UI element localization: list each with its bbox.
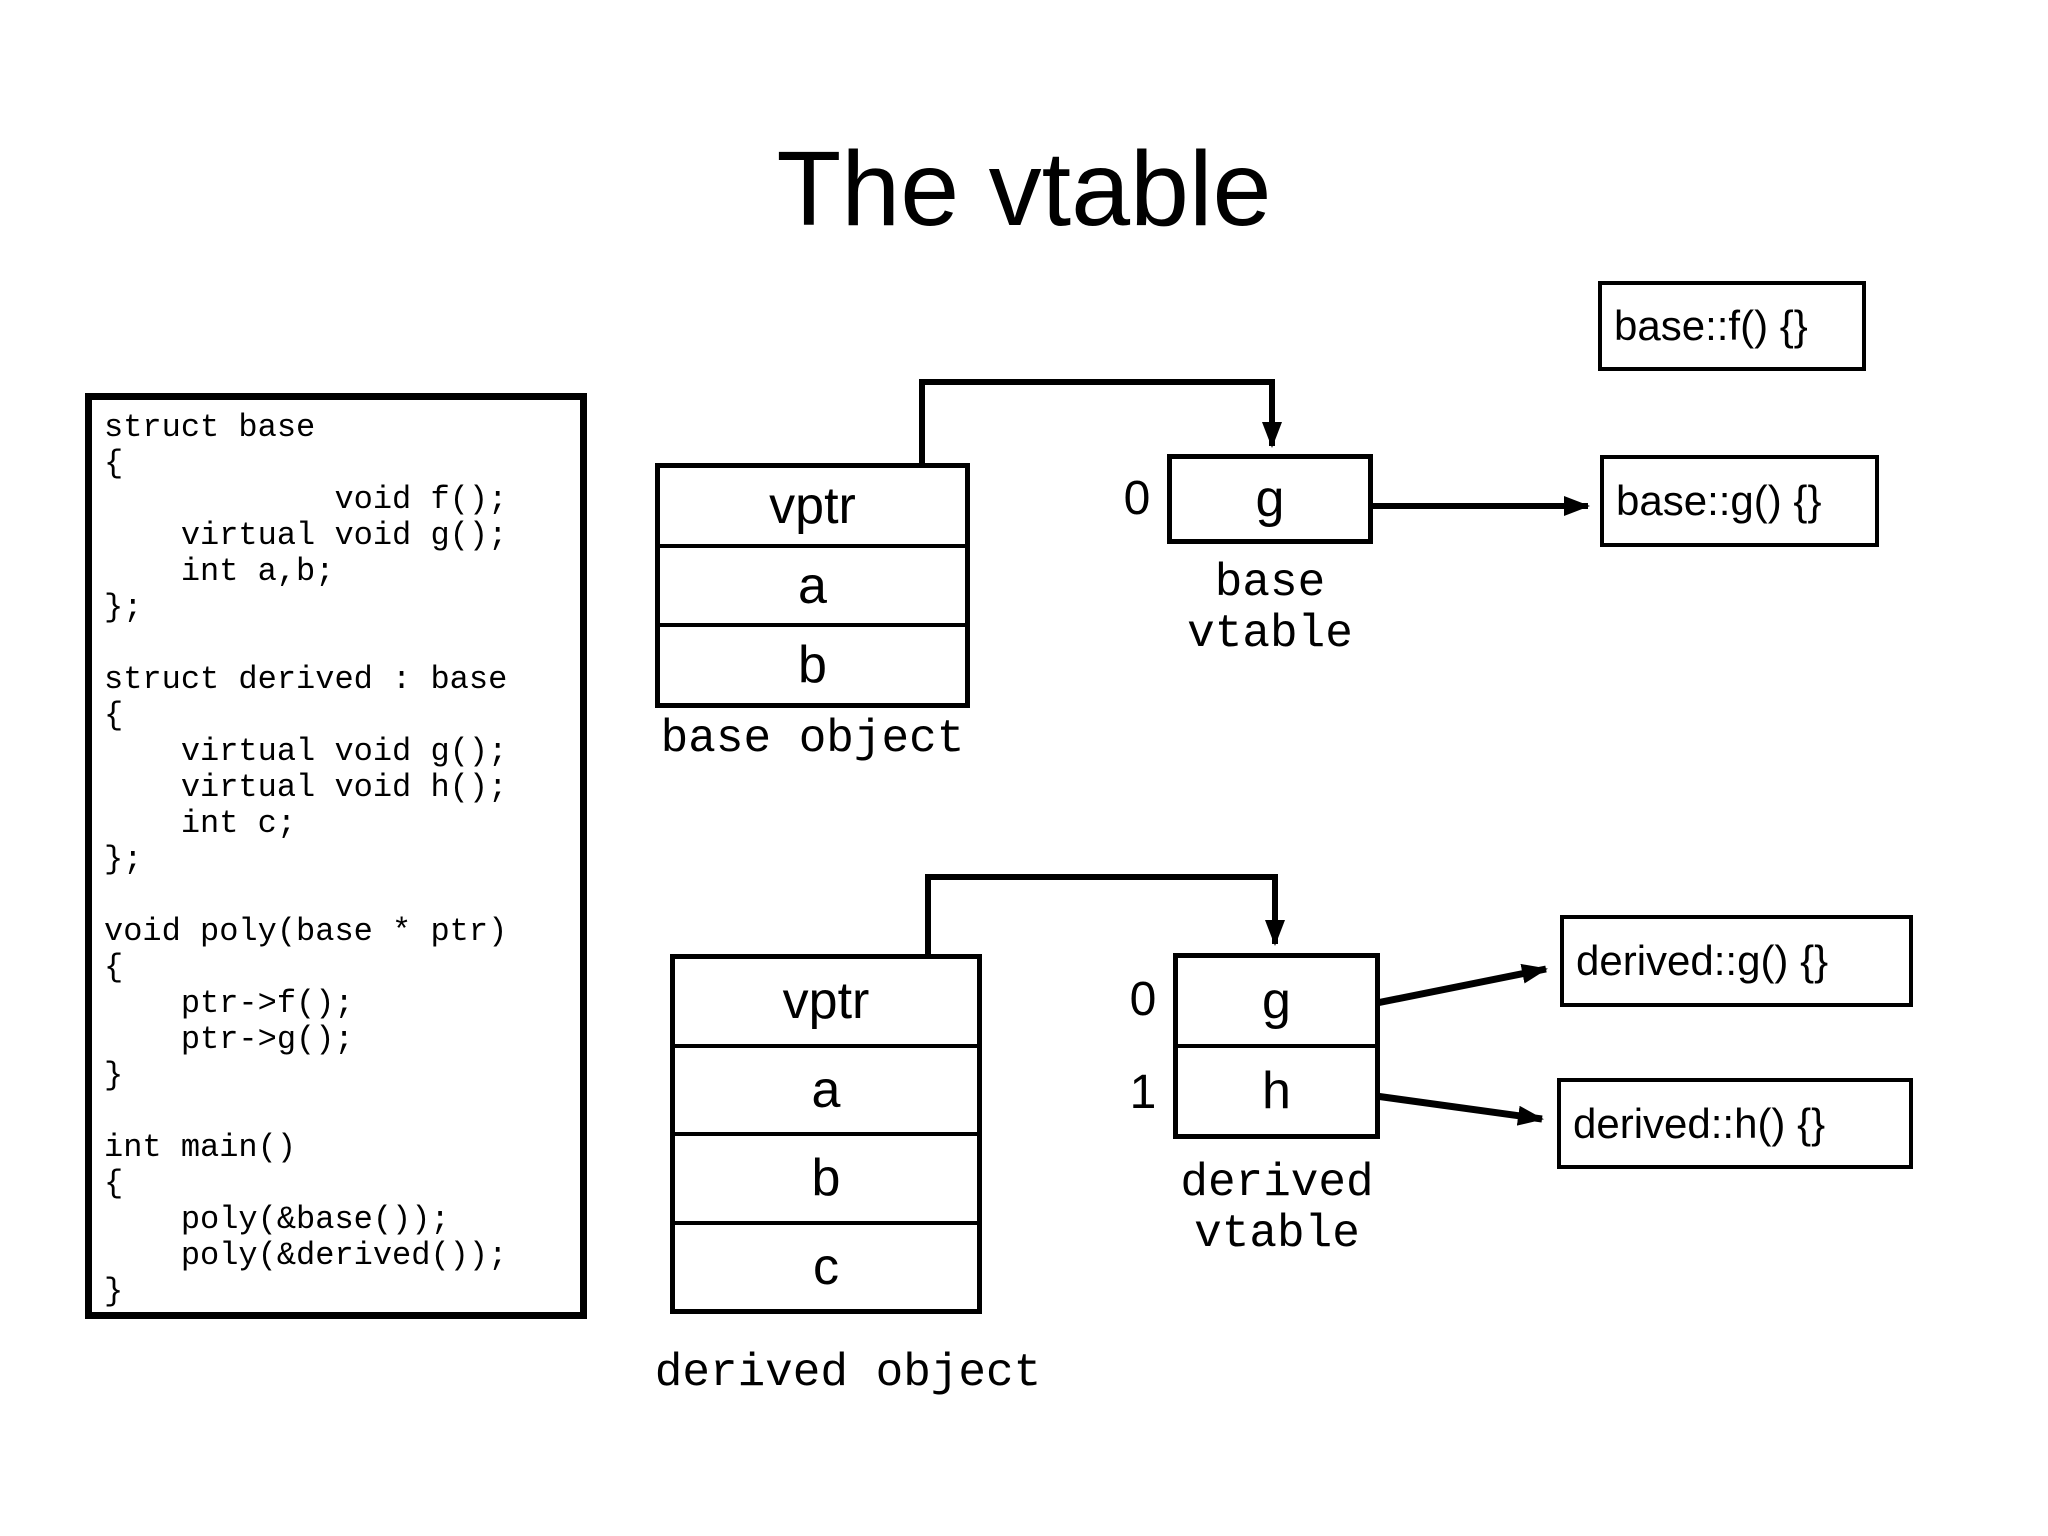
derived-object-cell-b: b: [675, 1132, 977, 1221]
base-g-function-box: base::g() {}: [1600, 455, 1879, 547]
derived-g-function-box: derived::g() {}: [1560, 915, 1913, 1007]
derived-vtable-cell-h: h: [1178, 1044, 1375, 1134]
base-object-label: base object: [660, 713, 965, 765]
derived-vtable-label: derived vtable: [1180, 1157, 1374, 1260]
derived-h-function-box: derived::h() {}: [1557, 1078, 1913, 1169]
base-vtable-cell-g: g: [1255, 470, 1285, 528]
base-vtable-label: base vtable: [1187, 557, 1353, 660]
derived-object-cell-a: a: [675, 1043, 977, 1133]
derived-g-function-label: derived::g() {}: [1576, 937, 1829, 984]
derived-vtable-table: g h: [1173, 953, 1380, 1139]
derived-object-label: derived object: [654, 1347, 1042, 1399]
derived-vtable-cell-g: g: [1262, 972, 1291, 1030]
derived-object-cell-c: c: [675, 1220, 977, 1310]
base-object-cell-b: b: [660, 623, 965, 703]
base-object-table: vptr a b: [655, 463, 970, 708]
base-vtable-index-0: 0: [1123, 472, 1151, 525]
base-g-function-label: base::g() {}: [1616, 477, 1822, 524]
base-f-function-label: base::f() {}: [1614, 302, 1808, 349]
derived-vtable-index-1: 1: [1129, 1065, 1157, 1119]
derived-object-cell-vptr: vptr: [782, 972, 870, 1031]
derived-vtable-index-0: 0: [1129, 972, 1157, 1026]
derived-h-function-label: derived::h() {}: [1573, 1099, 1826, 1147]
code-panel: struct base { void f(); virtual void g()…: [85, 393, 587, 1319]
base-object-cell-a: a: [660, 543, 965, 624]
page-title: The vtable: [776, 130, 1272, 248]
base-f-function-box: base::f() {}: [1598, 281, 1866, 371]
base-vtable-table: g: [1167, 454, 1373, 544]
code-text: struct base { void f(); virtual void g()…: [104, 409, 508, 1310]
base-object-cell-vptr: vptr: [769, 476, 856, 535]
derived-object-table: vptr a b c: [670, 954, 982, 1314]
